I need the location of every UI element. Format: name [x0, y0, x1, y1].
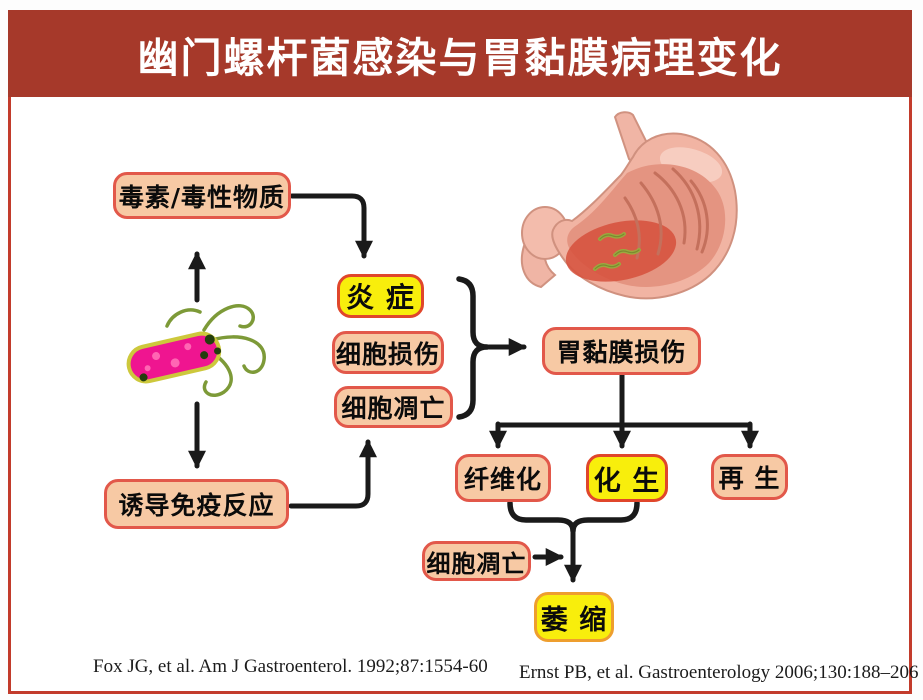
node-atrophy-label: 萎 缩 — [540, 604, 608, 636]
node-cell-apoptosis-1-label: 细胞凋亡 — [341, 394, 446, 423]
node-cell-damage: 细胞损伤 — [332, 331, 444, 374]
node-cell-apoptosis-2: 细胞凋亡 — [422, 541, 531, 581]
title-bar: 幽门螺杆菌感染与胃黏膜病理变化 — [8, 10, 912, 97]
node-mucosa-damage-label: 胃黏膜损伤 — [556, 338, 687, 367]
node-fibrosis-label: 纤维化 — [463, 465, 542, 494]
node-atrophy: 萎 缩 — [534, 592, 614, 642]
slide-title: 幽门螺杆菌感染与胃黏膜病理变化 — [137, 33, 783, 82]
citation-right: Ernst PB, et al. Gastroenterology 2006;1… — [519, 662, 919, 683]
node-regeneration-label: 再 生 — [718, 464, 781, 493]
node-toxin-label: 毒素/毒性物质 — [118, 182, 286, 212]
node-regeneration: 再 生 — [711, 454, 788, 500]
node-toxin: 毒素/毒性物质 — [113, 172, 291, 219]
node-cell-apoptosis-2-label: 细胞凋亡 — [426, 549, 527, 578]
node-cell-damage-label: 细胞损伤 — [335, 339, 440, 369]
citation-left: Fox JG, et al. Am J Gastroenterol. 1992;… — [93, 656, 488, 677]
node-immune-response-label: 诱导免疫反应 — [118, 491, 275, 520]
brace-inflammation-group — [456, 276, 490, 420]
node-mucosa-damage: 胃黏膜损伤 — [542, 327, 701, 375]
arrow-toxin-to-inflammation — [289, 193, 373, 259]
node-cell-apoptosis-1: 细胞凋亡 — [334, 386, 453, 428]
h-pylori-bacterium-illustration — [126, 304, 266, 397]
node-inflammation: 炎 症 — [337, 274, 424, 318]
node-fibrosis: 纤维化 — [455, 454, 551, 502]
node-metaplasia-label: 化 生 — [593, 465, 661, 497]
arrow-immune-to-apoptosis — [288, 439, 377, 509]
node-immune-response: 诱导免疫反应 — [104, 479, 289, 529]
stomach-illustration — [520, 111, 738, 300]
node-metaplasia: 化 生 — [586, 454, 668, 502]
node-inflammation-label: 炎 症 — [346, 281, 415, 314]
